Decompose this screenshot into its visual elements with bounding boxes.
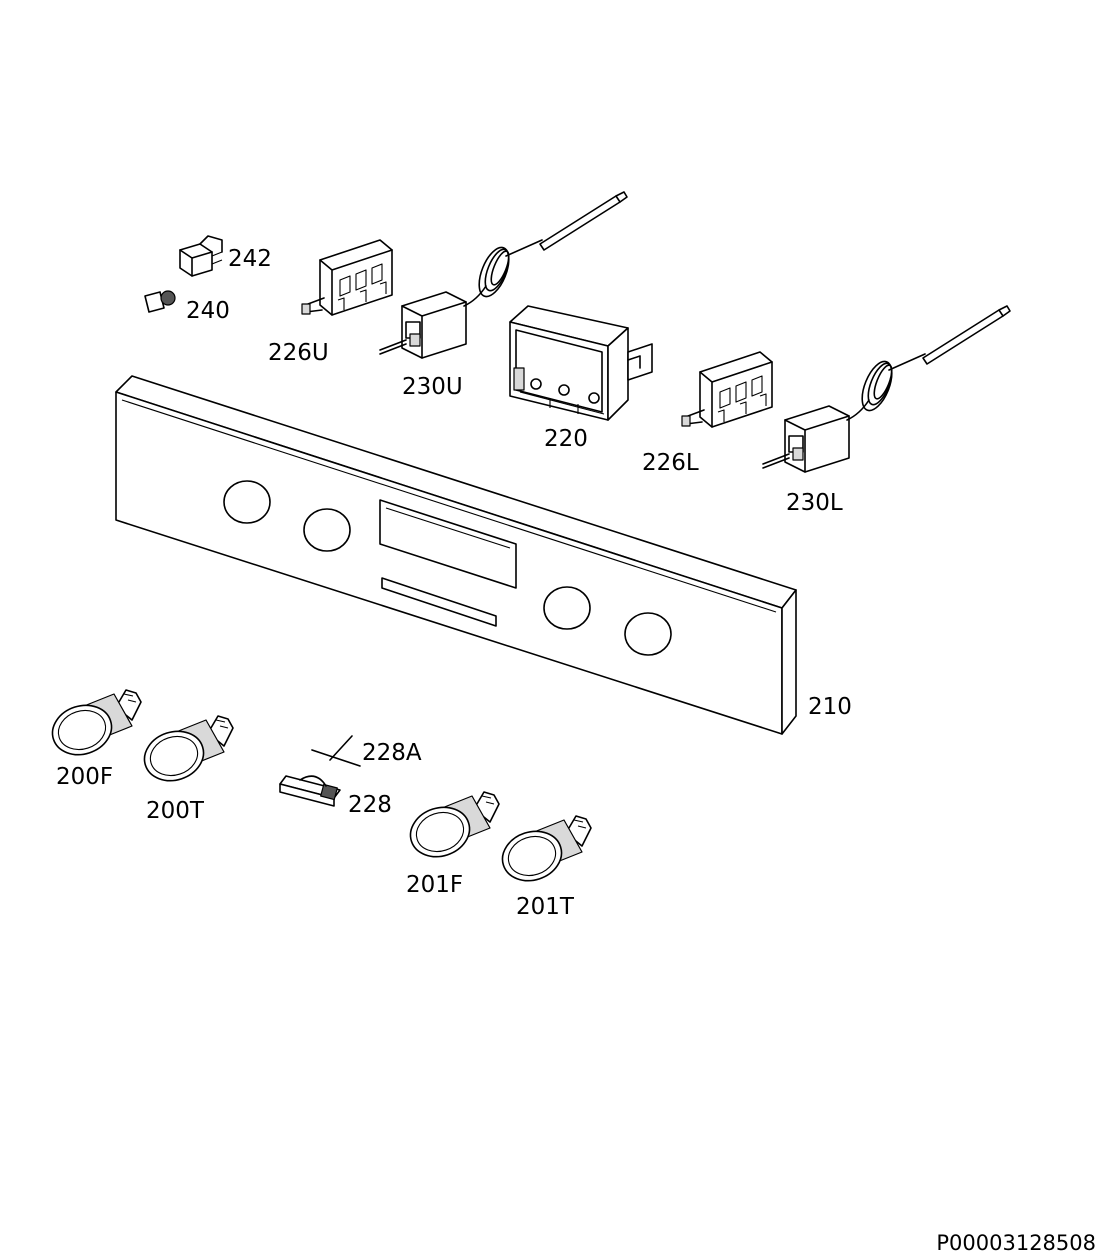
part-201T-knob — [495, 815, 592, 889]
part-228-lamp-holder — [279, 775, 341, 807]
part-200T-knob — [137, 715, 234, 789]
part-242-signal-lamp — [179, 235, 223, 277]
label-228: 228 — [348, 792, 392, 818]
part-200F-knob — [45, 689, 142, 763]
label-230U: 230U — [402, 374, 463, 400]
part-230L-thermostat — [762, 305, 1011, 473]
label-220: 220 — [544, 426, 588, 452]
label-230L: 230L — [786, 490, 843, 516]
label-240: 240 — [186, 298, 230, 324]
label-242: 242 — [228, 246, 272, 272]
part-210-control-panel — [115, 375, 797, 735]
label-210: 210 — [808, 694, 852, 720]
label-226U: 226U — [268, 340, 329, 366]
label-226L: 226L — [642, 450, 699, 476]
label-200T: 200T — [146, 798, 205, 824]
part-228A-light-pipe — [311, 735, 361, 767]
label-228A: 228A — [362, 740, 422, 766]
part-226U-switch — [301, 239, 393, 316]
label-201F: 201F — [406, 872, 463, 898]
document-id: P00003128508 — [936, 1231, 1096, 1255]
label-200F: 200F — [56, 764, 113, 790]
label-201T: 201T — [516, 894, 575, 920]
part-240-bulb — [144, 290, 176, 313]
part-220-display-module — [509, 305, 653, 421]
part-226L-switch — [681, 351, 773, 428]
part-201F-knob — [403, 791, 500, 865]
